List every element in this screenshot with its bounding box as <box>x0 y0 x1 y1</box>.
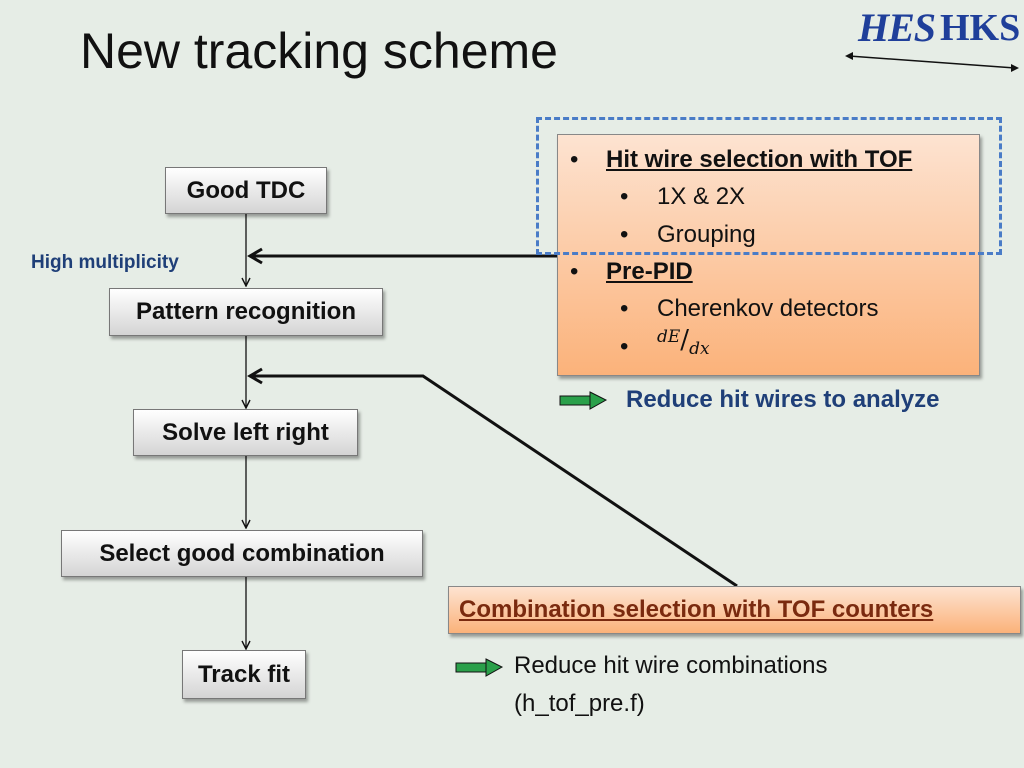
sub-grouping-label: Grouping <box>657 221 756 248</box>
logo-hks-text: HKS <box>940 7 1021 49</box>
dedx-formula: dE/dx <box>657 325 710 359</box>
arrow-preselect-head <box>247 247 263 265</box>
hes-hks-logo: HES HKS <box>845 0 1020 75</box>
dedx-numerator: dE <box>657 327 681 347</box>
arrow-combination-head <box>247 367 263 385</box>
sub-1x2x-label: 1X & 2X <box>657 183 746 210</box>
bullet: • <box>620 183 629 210</box>
green-arrow-icon <box>455 658 504 677</box>
highlight-dashed-frame <box>536 117 1002 255</box>
page-title: New tracking scheme <box>80 23 558 79</box>
node-track-fit: Track fit <box>182 650 306 699</box>
high-multiplicity-label: High multiplicity <box>31 252 179 273</box>
node-solve-left-right: Solve left right <box>133 409 358 456</box>
bullet: • <box>620 221 629 248</box>
logo-arrow-icon <box>845 52 1019 72</box>
logo-hes-text: HES <box>858 5 936 50</box>
bullet: • <box>570 258 579 285</box>
preselection-box: • Hit wire selection with TOF • 1X & 2X … <box>557 134 980 376</box>
pre-pid-label: Pre-PID <box>606 258 693 285</box>
dedx-slash: / <box>680 325 690 355</box>
reduce-combinations-file: (h_tof_pre.f) <box>514 690 645 717</box>
combination-selection-label: Combination selection with TOF counters <box>459 596 934 623</box>
node-pattern-recognition: Pattern recognition <box>109 288 383 336</box>
dedx-denominator: dx <box>689 339 710 359</box>
bullet: • <box>570 146 579 173</box>
arrow-combination-to-flow <box>252 374 738 588</box>
bullet: • <box>620 333 629 360</box>
node-select-good-combination: Select good combination <box>61 530 423 577</box>
sub-cherenkov-label: Cherenkov detectors <box>657 295 879 322</box>
combination-selection-box: Combination selection with TOF counters <box>448 586 1021 634</box>
reduce-combinations-note: Reduce hit wire combinations <box>514 652 828 679</box>
bullet: • <box>620 295 629 322</box>
node-good-tdc: Good TDC <box>165 167 327 214</box>
green-arrow-icon <box>559 391 608 410</box>
reduce-hit-wires-note: Reduce hit wires to analyze <box>626 386 940 413</box>
hit-wire-selection-label: Hit wire selection with TOF <box>606 146 913 173</box>
